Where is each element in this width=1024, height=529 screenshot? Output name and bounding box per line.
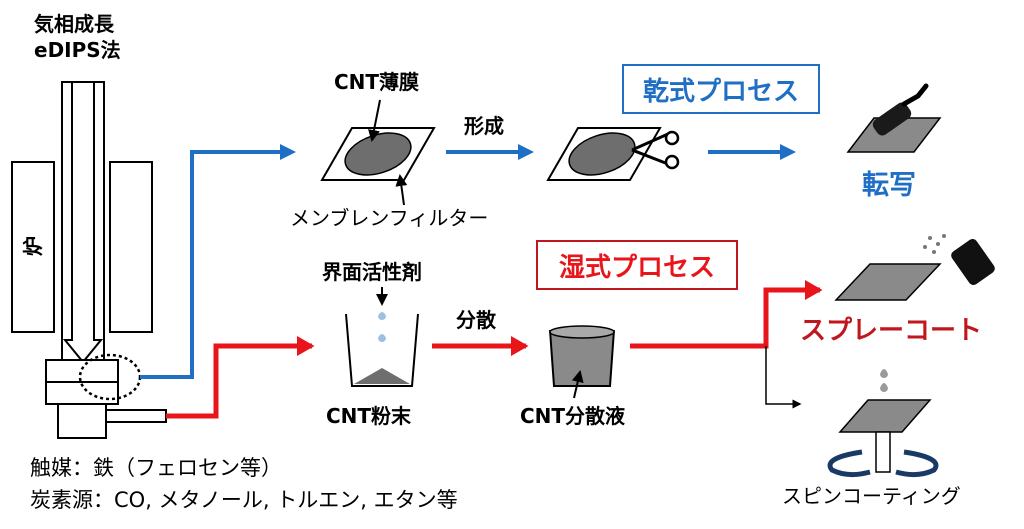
collector-top (45, 359, 119, 383)
dry-process-title: 乾式プロセス (622, 64, 820, 114)
cnt-powder-label: CNT粉末 (326, 404, 412, 428)
form-label: 形成 (464, 114, 504, 138)
powder-beaker (345, 287, 419, 387)
spray-coat-setup (834, 234, 995, 301)
paint-roller-icon (872, 83, 929, 136)
edips-label: eDIPS法 (34, 38, 121, 62)
cnt-film-label: CNT薄膜 (334, 70, 420, 94)
outlet-pipe (105, 409, 167, 423)
carbon-source-line: 炭素源：CO, メタノール, トルエン, エタン等 (30, 488, 458, 512)
disperse-label: 分散 (456, 308, 496, 332)
furnace-right (109, 161, 153, 333)
wet-process-title: 湿式プロセス (536, 240, 738, 290)
spray-can-icon (923, 234, 995, 286)
wet-process-arrows (166, 280, 823, 419)
spin-coating-label: スピンコーティング (782, 484, 961, 508)
transfer-plate (846, 83, 942, 153)
furnace-left (11, 161, 55, 333)
membrane-filter (320, 99, 436, 206)
dispersion-beaker (549, 325, 615, 399)
vapor-growth-label: 気相成長 (34, 12, 114, 36)
reactor-apparatus (11, 81, 167, 439)
cnt-dispersion-label: CNT分散液 (520, 404, 626, 428)
gas-feed-arrow (62, 81, 104, 364)
scissors-icon (631, 130, 680, 170)
surfactant-label: 界面活性剤 (322, 260, 422, 284)
catalyst-line: 触媒：鉄（フェロセン等） (30, 456, 282, 480)
furnace-label: 炉 (21, 236, 45, 256)
rotation-arrows-icon (827, 449, 939, 478)
dry-process-arrows (140, 144, 796, 379)
spin-coating-setup (827, 369, 939, 478)
collector-base (57, 403, 107, 439)
transfer-label: 転写 (862, 170, 916, 201)
spray-coat-label: スプレーコート (800, 316, 983, 346)
membrane-filter-label: メンブレンフィルター (290, 206, 489, 230)
cut-filter (546, 127, 680, 181)
